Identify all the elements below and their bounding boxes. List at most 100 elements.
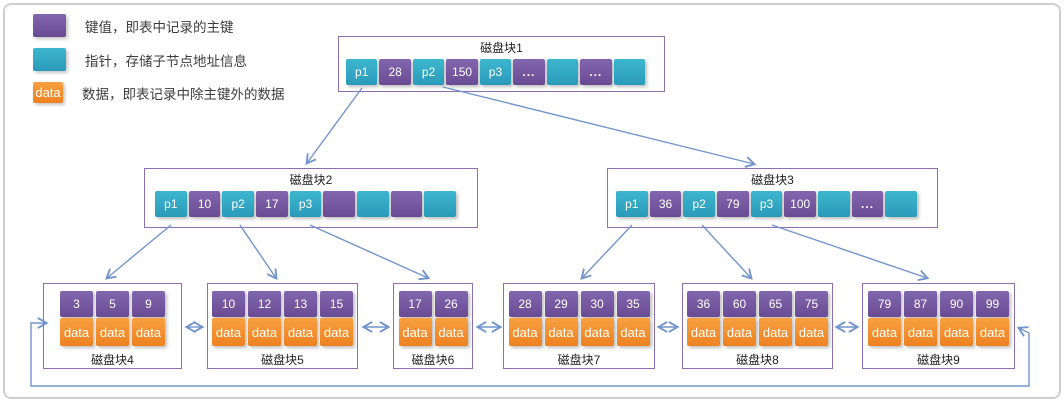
node-title: 磁盘块9 [917, 353, 960, 367]
data-cell: data [723, 318, 756, 346]
key-swatch-icon [33, 14, 66, 37]
node-title: 磁盘块2 [289, 173, 333, 187]
key-cell: 36 [649, 191, 682, 217]
key-cell: 12 [248, 291, 281, 317]
key-cell: 150 [446, 59, 478, 85]
key-cell: ... [851, 191, 884, 217]
key-cell: 17 [398, 291, 432, 317]
key-cell: 90 [940, 291, 973, 317]
key-cell [390, 191, 423, 217]
node-title: 磁盘块7 [557, 353, 601, 367]
legend-label-key: 键值，即表中记录的主键 [85, 19, 234, 35]
key-cell: 29 [544, 291, 578, 317]
key-cell: 75 [795, 291, 828, 317]
data-cell: data [759, 318, 792, 346]
key-cell: 5 [96, 291, 129, 317]
data-cell: data [60, 318, 93, 346]
key-cell: ... [580, 59, 612, 85]
pointer-cell: p2 [222, 191, 255, 217]
key-cell: 36 [687, 291, 720, 317]
data-cell: data [795, 318, 828, 346]
data-cell: data [687, 318, 720, 346]
key-cell: 87 [904, 291, 937, 317]
data-cell: data [284, 318, 317, 346]
data-cell: data [398, 318, 432, 346]
legend-row-key: 键值，即表中记录的主键 [33, 14, 285, 37]
pointer-cell [613, 59, 645, 85]
data-cell: data [508, 318, 542, 346]
key-cell: 60 [723, 291, 756, 317]
data-cell: data [868, 318, 901, 346]
node-title: 磁盘块4 [91, 353, 134, 367]
pointer-cell: p3 [479, 59, 512, 85]
pointer-cell: p1 [346, 59, 378, 85]
key-cell: 79 [868, 291, 901, 317]
key-cell [323, 191, 356, 217]
outer-frame [3, 3, 1061, 399]
pointer-cell: p1 [616, 191, 648, 217]
legend-label-data: 数据，即表记录中除主键外的数据 [82, 86, 285, 102]
pointer-cell: p3 [289, 191, 322, 217]
key-cell: 26 [434, 291, 468, 317]
pointer-cell [546, 59, 579, 85]
legend-row-pointer: 指针，存储子节点地址信息 [33, 48, 285, 71]
data-cell: data [544, 318, 578, 346]
key-cell: 100 [784, 191, 817, 217]
key-cell: 28 [379, 59, 411, 85]
pointer-cell [818, 191, 850, 217]
data-cell: data [434, 318, 468, 346]
node-title: 磁盘块8 [736, 353, 779, 367]
data-cell: data [248, 318, 281, 346]
data-cell: data [580, 318, 614, 346]
legend-label-pointer: 指针，存储子节点地址信息 [85, 53, 247, 69]
node-title: 磁盘块3 [751, 173, 794, 187]
pointer-cell: p1 [155, 191, 187, 217]
legend: 键值，即表中记录的主键 指针，存储子节点地址信息 data 数据，即表记录中除主… [33, 14, 285, 114]
key-cell: 9 [132, 291, 165, 317]
pointer-cell [357, 191, 389, 217]
key-cell: 15 [320, 291, 353, 317]
key-cell: 10 [188, 191, 221, 217]
data-cell: data [96, 318, 129, 346]
key-cell: 3 [60, 291, 93, 317]
data-cell: data [212, 318, 245, 346]
key-cell: 10 [212, 291, 245, 317]
data-swatch-icon: data [33, 82, 63, 103]
key-cell: 13 [284, 291, 317, 317]
data-cell: data [976, 318, 1009, 346]
key-cell: 28 [508, 291, 542, 317]
